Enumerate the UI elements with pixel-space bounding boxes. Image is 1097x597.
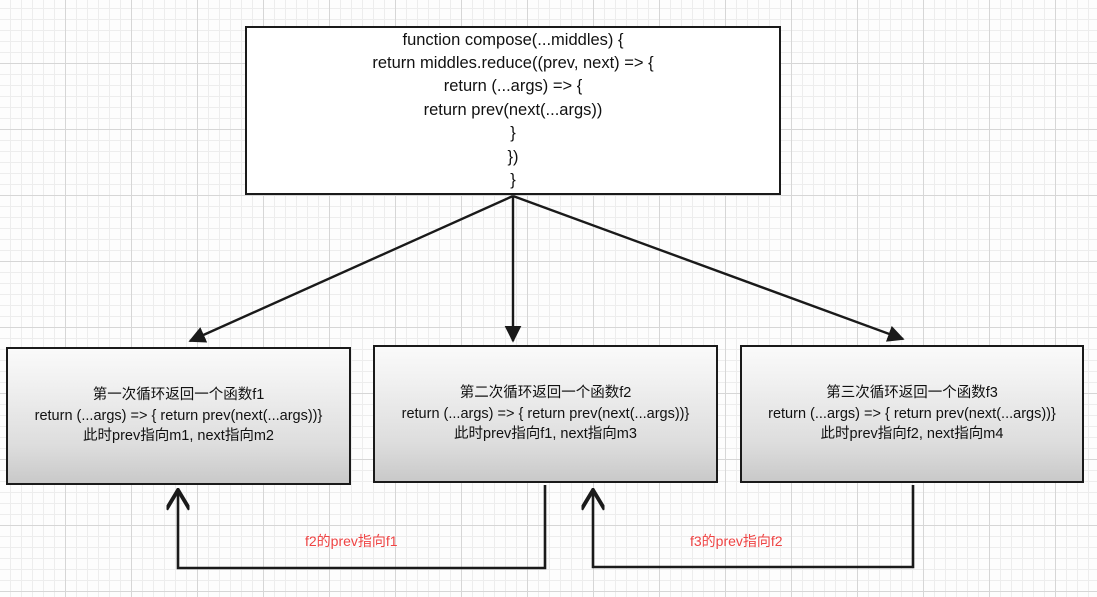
fanout-edge-to-iteration-3: [512, 194, 905, 342]
node-source-code-text: function compose(...middles) { return mi…: [372, 30, 654, 190]
node-iteration-1-text: 第一次循环返回一个函数f1 return (...args) => { retu…: [34, 387, 323, 445]
node-iteration-2[interactable]: 第二次循环返回一个函数f2 return (...args) => { retu…: [373, 345, 718, 483]
node-iteration-1[interactable]: 第一次循环返回一个函数f1 return (...args) => { retu…: [6, 347, 351, 485]
feedback-edge-f3-to-f2: [593, 485, 915, 569]
edge-label-f2-prev: f2的prev指向f1: [305, 533, 398, 549]
node-iteration-3[interactable]: 第三次循环返回一个函数f3 return (...args) => { retu…: [740, 345, 1084, 483]
fanout-edge-to-iteration-1: [188, 194, 514, 343]
node-source-code[interactable]: function compose(...middles) { return mi…: [245, 26, 781, 195]
node-iteration-2-text: 第二次循环返回一个函数f2 return (...args) => { retu…: [401, 385, 690, 443]
feedback-edge-f2-to-f1: [178, 485, 547, 570]
edge-label-f3-prev: f3的prev指向f2: [690, 533, 783, 549]
node-iteration-3-text: 第三次循环返回一个函数f3 return (...args) => { retu…: [768, 385, 1056, 443]
